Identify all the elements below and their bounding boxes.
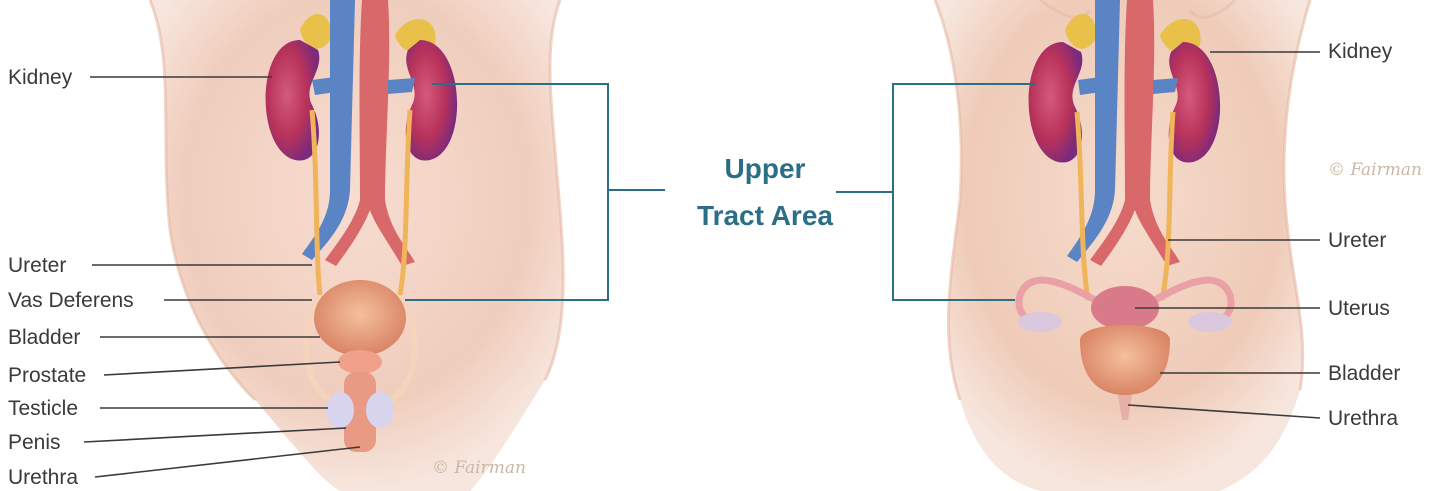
upper-tract-title-line2: Tract Area xyxy=(650,202,880,230)
label-female-urethra: Urethra xyxy=(1328,408,1398,429)
upper-tract-title-line1: Upper xyxy=(650,155,880,183)
label-female-kidney: Kidney xyxy=(1328,41,1392,62)
label-male-vas-deferens: Vas Deferens xyxy=(8,290,134,311)
male-signature: © Fairman xyxy=(432,458,526,478)
male-figure xyxy=(150,0,563,491)
label-male-kidney: Kidney xyxy=(8,67,72,88)
female-figure xyxy=(935,0,1310,491)
female-signature: © Fairman xyxy=(1328,160,1422,180)
label-female-ureter: Ureter xyxy=(1328,230,1386,251)
male-bladder xyxy=(314,280,406,356)
label-male-urethra: Urethra xyxy=(8,467,78,488)
label-male-penis: Penis xyxy=(8,432,61,453)
label-male-testicle: Testicle xyxy=(8,398,78,419)
label-male-prostate: Prostate xyxy=(8,365,86,386)
label-female-bladder: Bladder xyxy=(1328,363,1400,384)
label-female-uterus: Uterus xyxy=(1328,298,1390,319)
label-male-ureter: Ureter xyxy=(8,255,66,276)
label-male-bladder: Bladder xyxy=(8,327,80,348)
